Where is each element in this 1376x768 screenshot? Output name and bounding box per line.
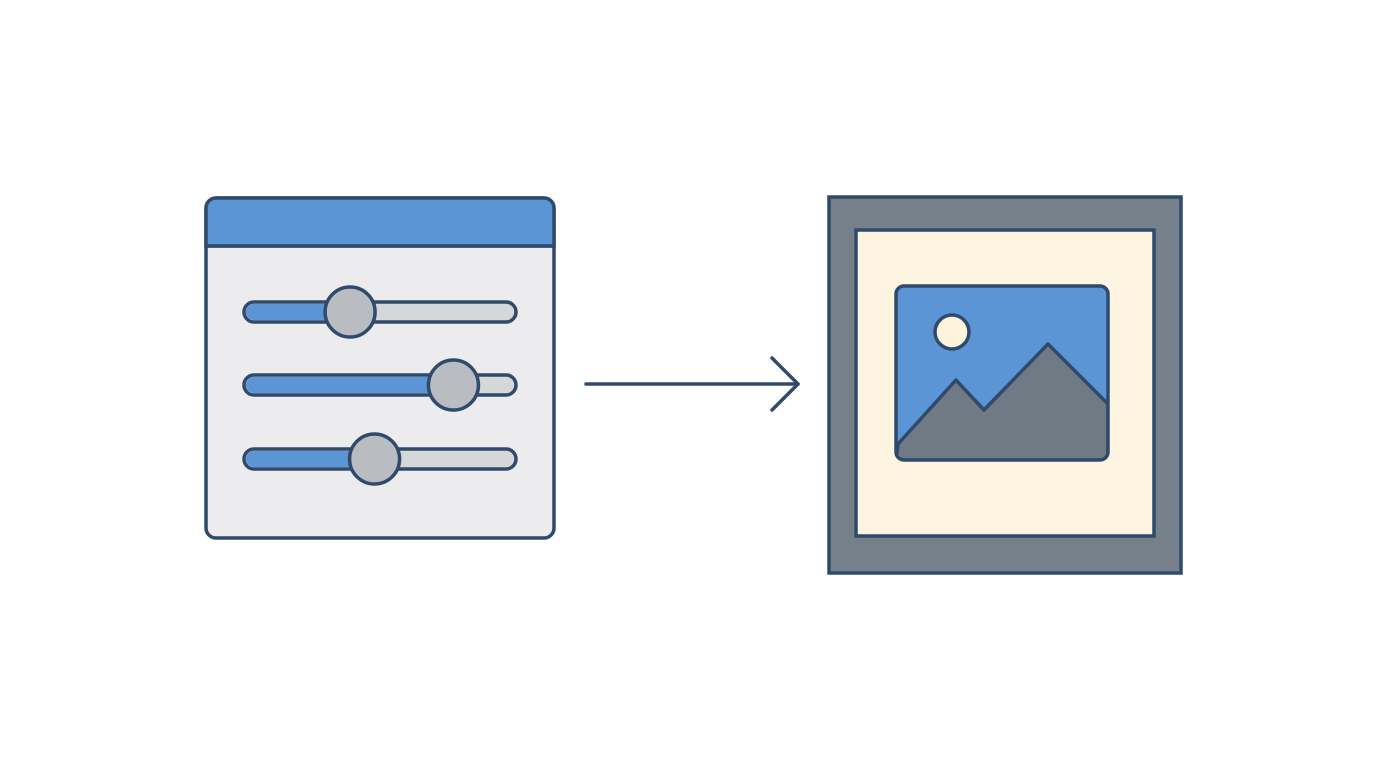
- window-titlebar: [204, 196, 556, 248]
- sun: [933, 313, 971, 351]
- slider-knob[interactable]: [323, 285, 377, 339]
- arrow-right-icon: [584, 356, 800, 412]
- slider-knob[interactable]: [347, 432, 402, 486]
- slider-fill: [246, 377, 454, 393]
- sliders-window-icon: [204, 196, 556, 540]
- slider-3[interactable]: [242, 432, 518, 486]
- image-landscape-icon: [894, 284, 1110, 462]
- slider-knob[interactable]: [426, 358, 481, 412]
- slider-2[interactable]: [242, 358, 518, 412]
- mountains: [896, 342, 1108, 460]
- slider-1[interactable]: [242, 285, 518, 339]
- sliders-group: [242, 285, 518, 486]
- window-body: [204, 196, 556, 540]
- slider-fill: [246, 451, 375, 467]
- framed-picture-icon: [827, 195, 1183, 575]
